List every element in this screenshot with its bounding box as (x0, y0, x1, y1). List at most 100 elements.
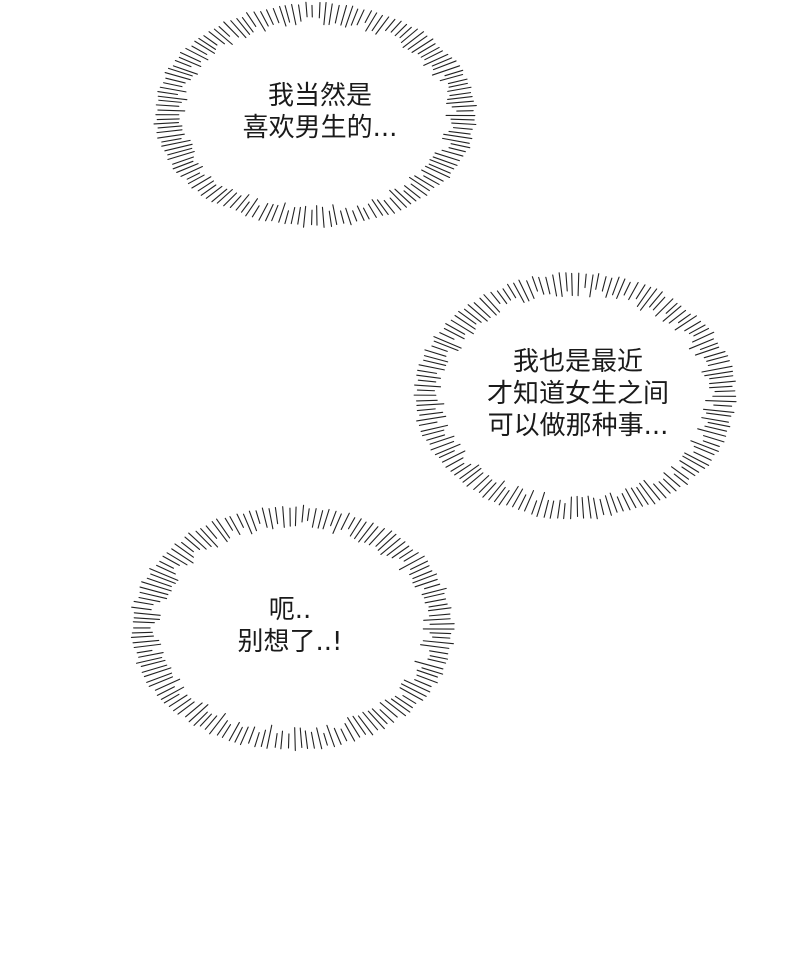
bubble-stroke (442, 137, 470, 144)
bubble-stroke (714, 390, 736, 393)
bubble-stroke (158, 99, 182, 103)
bubble-stroke (416, 408, 436, 412)
bubble-stroke (391, 545, 410, 559)
bubble-stroke (138, 652, 164, 658)
bubble-stroke (394, 695, 413, 709)
bubble-stroke (390, 698, 411, 713)
bubble-stroke (420, 46, 440, 58)
bubble-stroke (349, 518, 362, 537)
bubble-stroke (239, 726, 249, 746)
bubble-stroke (385, 18, 396, 32)
bubble-stroke (403, 679, 431, 693)
bubble-stroke (241, 17, 254, 33)
bubble-stroke (146, 577, 172, 588)
bubble-stroke (463, 308, 482, 323)
bubble-stroke (260, 11, 269, 27)
bubble-stroke (439, 73, 464, 82)
bubble-stroke (367, 203, 377, 218)
bubble-stroke (570, 496, 572, 520)
bubble-stroke (447, 96, 473, 100)
bubble-stroke (431, 345, 448, 352)
bubble-stroke (251, 205, 260, 218)
bubble-stroke (402, 695, 417, 704)
bubble-stroke (408, 176, 430, 192)
bubble-stroke (172, 65, 198, 75)
bubble-stroke (133, 643, 162, 649)
bubble-stroke (223, 192, 238, 207)
bubble-stroke (274, 506, 279, 525)
bubble-stroke (318, 2, 321, 19)
bubble-stroke (543, 499, 549, 518)
bubble-stroke (352, 210, 358, 222)
bubble-stroke (260, 729, 267, 747)
bubble-stroke (334, 4, 340, 24)
bubble-stroke (412, 570, 433, 580)
bubble-stroke (176, 163, 199, 173)
bubble-stroke (679, 460, 700, 473)
bubble-stroke (652, 296, 666, 311)
bubble-stroke (135, 656, 163, 664)
bubble-stroke (445, 323, 466, 335)
bubble-stroke (302, 205, 307, 228)
bubble-stroke (380, 537, 401, 555)
bubble-stroke (301, 504, 305, 523)
bubble-stroke (328, 3, 333, 26)
bubble-stroke (417, 43, 436, 55)
bubble-stroke (149, 568, 179, 581)
bubble-stroke (449, 92, 472, 97)
bubble-stroke (423, 175, 440, 186)
bubble-stroke (518, 494, 527, 510)
bubble-stroke (623, 281, 631, 296)
bubble-stroke (604, 495, 612, 516)
bubble-stroke (639, 482, 656, 505)
bubble-stroke (333, 727, 342, 745)
thought-bubble-1 (153, 1, 477, 228)
bubble-stroke (236, 513, 244, 528)
bubble-stroke (371, 14, 383, 32)
bubble-stroke (297, 206, 301, 225)
bubble-stroke (236, 18, 251, 35)
bubble-stroke (246, 12, 257, 27)
bubble-stroke (709, 375, 734, 380)
bubble-stroke (699, 342, 719, 351)
bubble-stroke (203, 35, 218, 46)
bubble-stroke (418, 421, 438, 426)
bubble-stroke (159, 86, 187, 93)
bubble-stroke (400, 683, 427, 697)
bubble-stroke (439, 332, 455, 340)
bubble-stroke (326, 724, 336, 748)
bubble-stroke (459, 464, 480, 480)
bubble-stroke (403, 190, 417, 202)
bubble-stroke (140, 659, 166, 667)
bubble-stroke (558, 272, 563, 297)
bubble-stroke (179, 51, 202, 63)
bubble-stroke (133, 612, 161, 616)
bubble-stroke (709, 385, 733, 389)
bubble-stroke (332, 513, 342, 534)
bubble-stroke (193, 711, 208, 726)
bubble-stroke (434, 152, 460, 162)
bubble-stroke (473, 302, 491, 319)
bubble-stroke (242, 513, 253, 535)
bubble-stroke (563, 503, 566, 520)
bubble-stroke (688, 338, 715, 350)
bubble-stroke (447, 78, 468, 85)
bubble-stroke (445, 457, 464, 468)
bubble-stroke (204, 715, 218, 730)
bubble-stroke (172, 160, 194, 170)
bubble-stroke (684, 320, 702, 332)
bubble-stroke (216, 188, 233, 204)
thought-bubble-2 (413, 272, 737, 520)
bubble-stroke (451, 105, 477, 108)
bubble-stroke (216, 720, 228, 736)
bubble-stroke (628, 281, 639, 301)
bubble-stroke (429, 632, 452, 635)
bubble-stroke (157, 125, 183, 129)
bubble-stroke (330, 510, 337, 527)
bubble-stroke (398, 555, 425, 571)
bubble-stroke (571, 272, 573, 297)
bubble-stroke (350, 8, 359, 26)
bubble-stroke (200, 528, 219, 548)
bubble-stroke (215, 518, 231, 539)
bubble-stroke (581, 496, 585, 519)
